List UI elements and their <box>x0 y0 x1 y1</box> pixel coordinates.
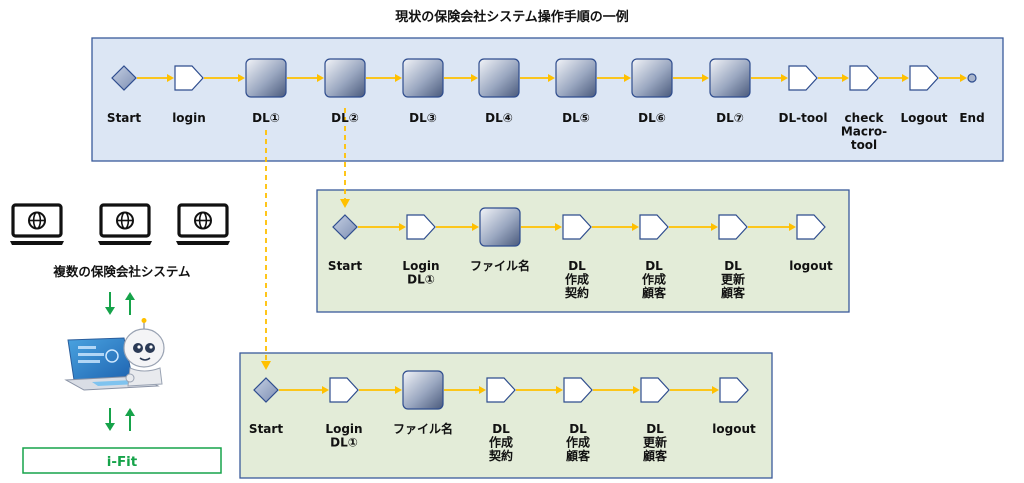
node-label: logout <box>789 259 833 273</box>
flow-arrowhead <box>633 386 640 394</box>
globe-laptop-icon <box>10 203 64 245</box>
robot-at-laptop-icon <box>64 318 165 391</box>
download-data-node <box>555 58 597 98</box>
process-step-node <box>406 214 436 240</box>
ifit-label: i-Fit <box>107 454 138 470</box>
flow-arrowhead <box>322 386 329 394</box>
flow-arrowhead <box>960 74 967 82</box>
ifit-box <box>22 447 222 474</box>
flow-arrowhead <box>471 74 478 82</box>
flow-arrowhead <box>479 386 486 394</box>
arrow-up-icon <box>125 408 135 416</box>
node-label: DL-tool <box>779 111 828 125</box>
process-step-node <box>718 214 748 240</box>
dashed-connector-dl2-arrowhead <box>340 199 350 208</box>
diagram-title: 現状の保険会社システム操作手順の一例 <box>395 9 629 25</box>
flow-arrowhead <box>711 223 718 231</box>
flow-arrowhead <box>395 74 402 82</box>
flow-arrowhead <box>632 223 639 231</box>
node-label: ファイル名 <box>470 258 530 273</box>
data-exchange-arrows-lower <box>105 408 135 431</box>
end-node-circle <box>967 73 977 83</box>
node-label: Logout <box>900 111 947 125</box>
download-data-node <box>479 207 521 247</box>
download-data-node <box>478 58 520 98</box>
flow-arrowhead <box>624 74 631 82</box>
node-label: logout <box>712 422 756 436</box>
download-data-node <box>245 58 287 98</box>
globe-laptop-icon <box>98 203 152 245</box>
node-label: DL⑥ <box>638 111 666 125</box>
insurer-systems-group <box>10 203 230 245</box>
download-data-node <box>709 58 751 98</box>
flow-arrowhead <box>317 74 324 82</box>
arrow-down-icon <box>105 307 115 315</box>
process-step-node <box>562 214 592 240</box>
node-label: login <box>172 111 206 125</box>
process-step-node <box>909 65 939 91</box>
flow-arrowhead <box>395 386 402 394</box>
node-label: Start <box>249 422 283 436</box>
flow-arrowhead <box>472 223 479 231</box>
node-label: DL② <box>331 111 359 125</box>
arrow-down-icon <box>105 423 115 431</box>
arrow-up-icon <box>125 292 135 300</box>
node-label: Start <box>107 111 141 125</box>
node-label: Start <box>328 259 362 273</box>
process-step-node <box>563 377 593 403</box>
download-data-node <box>324 58 366 98</box>
process-step-node <box>329 377 359 403</box>
node-label: DL⑤ <box>562 111 590 125</box>
data-exchange-arrows-upper <box>105 292 135 315</box>
node-label: End <box>959 111 984 125</box>
node-label: ファイル名 <box>393 421 453 436</box>
download-data-node <box>402 370 444 410</box>
process-step-node <box>640 377 670 403</box>
flow-arrowhead <box>555 223 562 231</box>
dashed-connector-dl1-arrowhead <box>261 361 271 370</box>
process-step-node <box>639 214 669 240</box>
insurer-systems-caption: 複数の保険会社システム <box>52 264 191 279</box>
sub-flow-panel-2 <box>239 352 773 479</box>
flow-arrowhead <box>781 74 788 82</box>
process-step-node <box>174 65 204 91</box>
globe-laptop-icon <box>176 203 230 245</box>
flow-arrowhead <box>702 74 709 82</box>
flow-arrowhead <box>167 74 174 82</box>
start-node-diamond <box>332 214 358 240</box>
process-step-node <box>719 377 749 403</box>
flow-arrowhead <box>902 74 909 82</box>
start-node-diamond <box>253 377 279 403</box>
node-label: DL③ <box>409 111 437 125</box>
start-node-diamond <box>111 65 137 91</box>
main-flow-panel <box>91 37 1004 162</box>
download-data-node <box>631 58 673 98</box>
flow-arrowhead <box>238 74 245 82</box>
download-data-node <box>402 58 444 98</box>
flow-arrowhead <box>789 223 796 231</box>
node-label: DL① <box>252 111 280 125</box>
flow-arrowhead <box>548 74 555 82</box>
process-step-node <box>486 377 516 403</box>
flow-arrowhead <box>399 223 406 231</box>
flow-arrowhead <box>842 74 849 82</box>
node-label: DL⑦ <box>716 111 744 125</box>
flow-arrowhead <box>556 386 563 394</box>
sub-flow-panel-1 <box>316 189 850 313</box>
process-step-node <box>796 214 826 240</box>
flow-arrowhead <box>712 386 719 394</box>
process-step-node <box>849 65 879 91</box>
node-label: DL④ <box>485 111 513 125</box>
process-step-node <box>788 65 818 91</box>
